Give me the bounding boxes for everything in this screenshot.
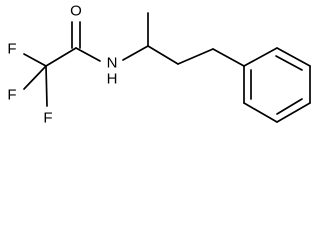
bond-methine-ch2: [147, 45, 179, 65]
bond-cf3-carbonyl: [45, 47, 77, 67]
ring-bond-1: [243, 47, 278, 67]
bond-ch2-ch2: [177, 48, 214, 65]
amide-nitrogen-label: N: [107, 55, 118, 72]
oxygen-label: O: [70, 3, 82, 20]
ring-bond-2: [276, 47, 311, 67]
ring-bond-5: [243, 102, 278, 123]
ring-bond-4: [276, 102, 311, 123]
bond-c-f-top: [23, 53, 47, 67]
ring-inner-double-2: [276, 98, 303, 115]
bond-c-f-bottom: [45, 65, 48, 107]
bond-nitrogen-methine: [122, 45, 149, 61]
bond-carbonyl-nitrogen: [75, 47, 101, 62]
amide-hydrogen-label: H: [107, 71, 118, 88]
fluorine-label-1: F: [7, 41, 16, 58]
bond-c-f-bottom-left: [23, 65, 47, 90]
chemical-structure: F F F O N H: [7, 3, 311, 127]
ring-inner-double-1: [275, 55, 303, 71]
fluorine-label-2: F: [7, 87, 16, 104]
fluorine-label-3: F: [43, 110, 52, 127]
bond-ch2-phenyl: [212, 48, 245, 67]
